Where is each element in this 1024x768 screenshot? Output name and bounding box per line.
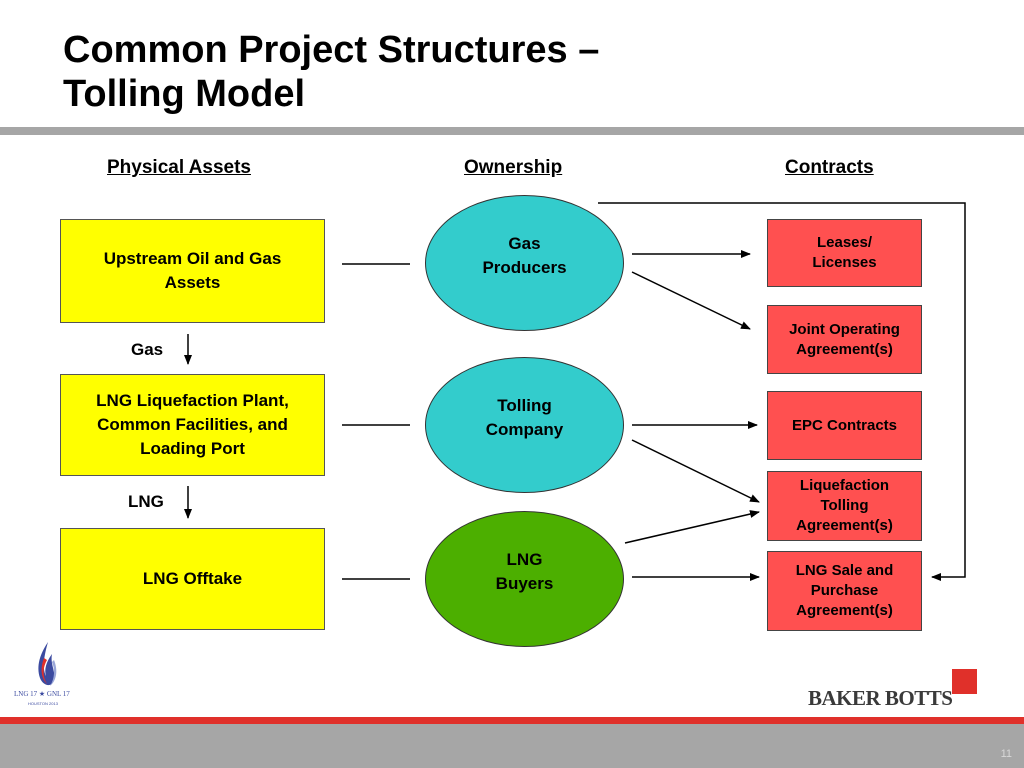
arrow-producers-to-sale-purchase	[598, 202, 966, 581]
lng17-logo-text: LNG 17 ★ GNL 17	[14, 690, 70, 698]
contract-joa-line1: Joint Operating	[789, 320, 900, 338]
asset-upstream-line2: Assets	[164, 273, 221, 292]
footer-gray-bar	[0, 724, 1024, 768]
column-heading-ownership: Ownership	[464, 157, 563, 178]
owner-tolling-company-line1: Tolling	[497, 396, 552, 415]
column-heading-contracts: Contracts	[785, 157, 874, 178]
slide-title-line2: Tolling Model	[63, 73, 306, 115]
owner-lng-buyers-line1: LNG	[506, 550, 543, 569]
slide-title: Common Project Structures – Tolling Mode…	[63, 28, 599, 116]
contract-joint-operating-agreement: Joint Operating Agreement(s)	[767, 305, 922, 374]
slide-title-line1: Common Project Structures –	[63, 29, 600, 71]
footer-red-stripe	[0, 717, 1024, 724]
contract-spa-line1: LNG Sale and	[795, 562, 894, 579]
arrow-buyers-to-liquefaction	[624, 510, 760, 544]
asset-upstream-oil-gas: Upstream Oil and Gas Assets	[60, 219, 325, 323]
owner-lng-buyers: LNG Buyers	[425, 511, 624, 647]
owner-tolling-company: Tolling Company	[425, 357, 624, 493]
contract-lta-line1: Liquefaction	[799, 477, 890, 494]
asset-plant-line2: Common Facilities, and	[97, 415, 288, 434]
contract-epc-label: EPC Contracts	[791, 416, 898, 434]
contract-epc: EPC Contracts	[767, 391, 922, 460]
lng17-logo-subtext: HOUSTON 2013	[28, 701, 58, 706]
contract-spa-line2: Purchase	[810, 582, 879, 599]
owner-tolling-company-line2: Company	[485, 420, 564, 439]
baker-botts-red-square	[952, 669, 977, 694]
asset-lng-liquefaction-plant: LNG Liquefaction Plant, Common Facilitie…	[60, 374, 325, 476]
column-heading-physical-assets: Physical Assets	[107, 157, 251, 178]
asset-plant-line3: Loading Port	[140, 439, 245, 458]
owner-gas-producers: Gas Producers	[425, 195, 624, 331]
contract-liquefaction-tolling-agreement: Liquefaction Tolling Agreement(s)	[767, 471, 922, 541]
owner-lng-buyers-line2: Buyers	[495, 574, 554, 593]
baker-botts-wordmark: BAKER BOTTS	[808, 686, 953, 710]
contract-leases-line1: Leases/	[816, 234, 873, 251]
contract-lng-sale-purchase-agreement: LNG Sale and Purchase Agreement(s)	[767, 551, 922, 631]
asset-upstream-line1: Upstream Oil and Gas	[103, 249, 282, 268]
owner-gas-producers-line2: Producers	[482, 258, 567, 277]
contract-leases-line2: Licenses	[812, 254, 877, 271]
arrow-tolling-to-liquefaction	[631, 439, 760, 503]
asset-lng-offtake: LNG Offtake	[60, 528, 325, 630]
contract-joa-line2: Agreement(s)	[796, 340, 893, 358]
owner-gas-producers-line1: Gas	[508, 234, 541, 253]
title-divider	[0, 127, 1024, 135]
contract-leases-licenses: Leases/ Licenses	[767, 219, 922, 287]
contract-lta-line3: Agreement(s)	[796, 517, 893, 534]
flow-label-gas: Gas	[131, 340, 164, 359]
lng17-event-logo	[38, 642, 57, 686]
contract-lta-line2: Tolling	[820, 497, 869, 514]
asset-plant-line1: LNG Liquefaction Plant,	[96, 391, 289, 410]
asset-offtake-label: LNG Offtake	[142, 569, 243, 588]
arrow-producers-to-joint-operating	[631, 271, 751, 330]
contract-spa-line3: Agreement(s)	[796, 602, 893, 619]
flow-label-lng: LNG	[128, 492, 164, 511]
page-number: 11	[1000, 748, 1012, 760]
